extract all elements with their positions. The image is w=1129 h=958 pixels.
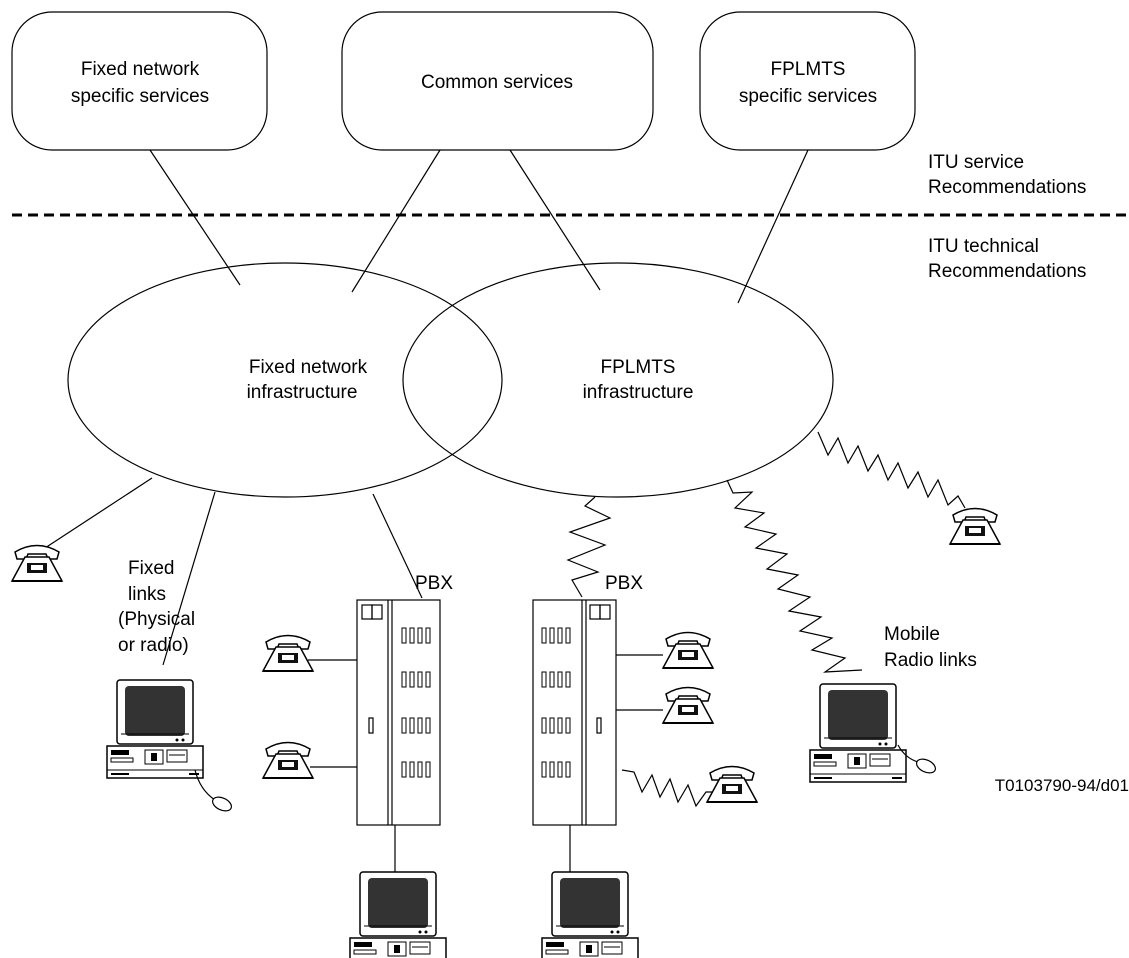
pbx-left-icon [356,599,441,826]
service-links [149,149,809,304]
fplmts-services-label-line1: FPLMTS [771,59,846,80]
technical-layer-label-line2: Recommendations [928,261,1086,282]
fixed-services-label-line1: Fixed network [81,59,200,80]
common-services-label: Common services [421,72,573,93]
fixed-links [44,477,423,666]
service-layer-label-line2: Recommendations [928,177,1086,198]
fixed-network-infrastructure: Fixed network infrastructure [67,262,503,498]
svg-text:Common services: Common services [421,72,573,93]
fixed-links-label-line3: (Physical [118,609,195,630]
fixed-infra-label-line1: Fixed network [249,357,368,378]
fixed-services-label-line2: specific services [71,86,209,107]
pbx-left-label: PBX [415,573,453,594]
svg-text:infrastructure: infrastructure [247,382,358,403]
svg-text:specific services: specific services [71,86,209,107]
telephone-icon [949,507,1001,545]
fixed-network-services-box: Fixed network specific services [11,11,268,151]
fixed-links-label-line1: Fixed [128,558,174,579]
telephone-icon [662,686,714,724]
service-layer-label-line1: ITU service [928,152,1024,173]
telephone-icon [262,741,314,779]
telephone-icon [706,765,758,803]
telephone-icon [662,631,714,669]
fplmts-infra-label-line2: infrastructure [583,382,694,403]
fplmts-infrastructure: FPLMTS infrastructure [402,262,834,498]
fixed-infra-label-line2: infrastructure [247,382,358,403]
mobile-links-label-line2: Radio links [884,650,977,671]
computer-icon [349,871,447,958]
technical-layer-label-line1: ITU technical [928,236,1039,257]
telephone-icon [11,544,63,582]
pbx-right-label: PBX [605,573,643,594]
svg-text:FPLMTS: FPLMTS [601,357,676,378]
computer-icon [106,679,204,779]
radio-links [566,431,966,808]
pbx-connections [308,654,663,872]
fixed-links-label-line4: or radio) [118,635,189,656]
computer-icon [541,871,639,958]
svg-text:infrastructure: infrastructure [583,382,694,403]
mouse-icon [194,769,233,812]
mouse-icon [897,744,937,774]
fplmts-infra-label-line1: FPLMTS [601,357,676,378]
mobile-links-label-line1: Mobile [884,624,940,645]
common-services-box: Common services [341,11,654,151]
fplmts-services-box: FPLMTS specific services [699,11,916,151]
svg-text:Fixed network: Fixed network [81,59,200,80]
computer-icon [809,683,907,783]
fplmts-services-label-line2: specific services [739,86,877,107]
svg-text:FPLMTS: FPLMTS [771,59,846,80]
telephone-icon [262,634,314,672]
svg-text:specific services: specific services [739,86,877,107]
fixed-links-label-line2: links [128,584,166,605]
svg-text:Fixed network: Fixed network [249,357,368,378]
figure-id: T0103790-94/d01 [995,776,1129,795]
pbx-right-icon [532,599,617,826]
